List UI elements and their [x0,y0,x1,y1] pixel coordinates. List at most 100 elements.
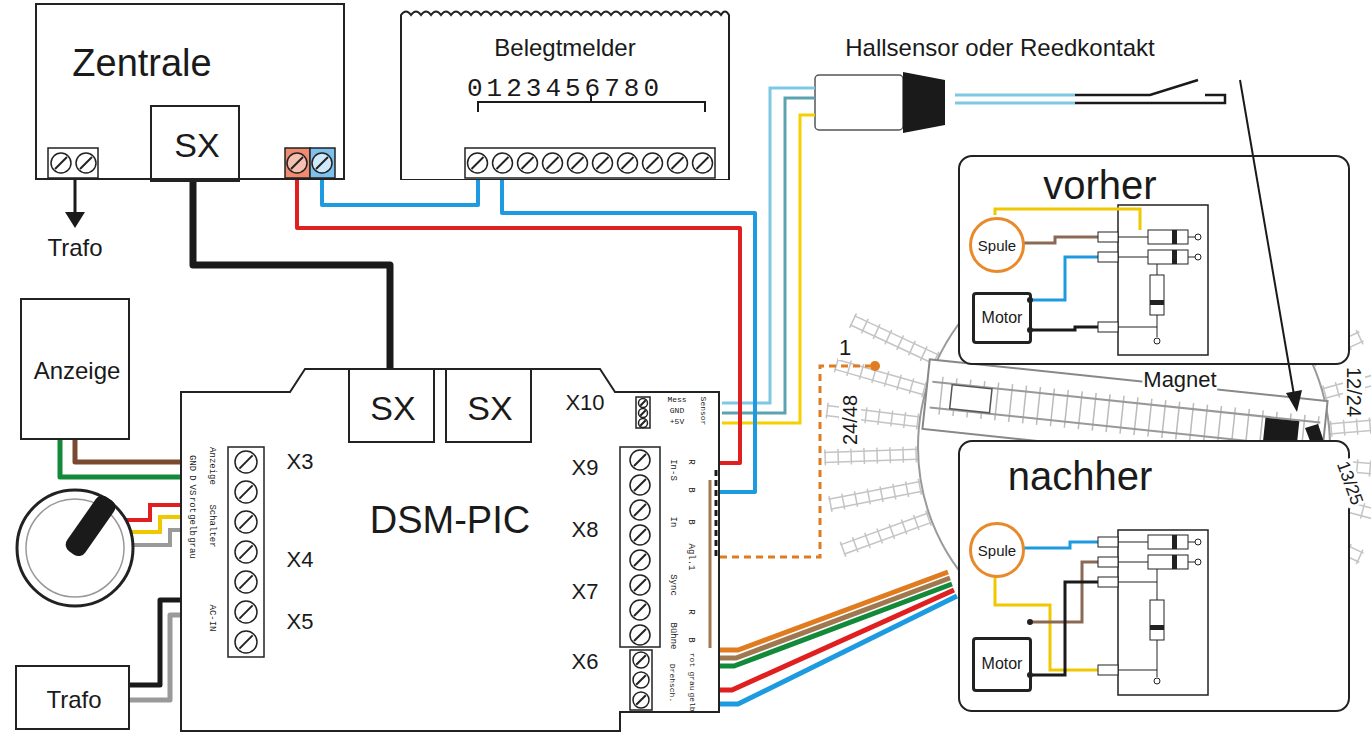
sleeper [891,411,893,427]
after-circuit [995,530,1208,695]
pin-label: rot [687,652,697,668]
sleeper [850,449,852,465]
screw-slot [697,157,709,169]
sleeper [861,319,868,334]
display-box: Anzeige [20,298,130,440]
pin-label: B [685,636,696,643]
wire [502,180,755,492]
pin-label: AC-IN [206,603,217,632]
sleeper [1343,420,1344,436]
screw-slot [634,554,646,566]
screw-slot [547,157,559,169]
screw [630,450,650,470]
sleeper [859,364,863,379]
screw [630,625,650,645]
screw [568,153,588,173]
before-panel: vorherSpuleMotor [958,155,1350,365]
rail [829,480,927,499]
screw-slot [239,515,252,528]
screw-slot [647,157,659,169]
pin-label: +5V [669,417,685,427]
pin-label: D [186,474,197,481]
screw-slot [636,655,646,665]
pin-label: B [685,518,696,525]
screw-slot [239,575,252,588]
screw-slot [634,454,646,466]
sleeper [904,412,906,428]
screw [633,672,649,688]
sleeper [842,494,845,510]
screw-slot [597,157,609,169]
node-title: DSM-PIC [370,501,530,539]
screw [630,550,650,570]
wire-stroke [502,180,755,492]
pin-label: Bühne [667,621,678,650]
track-feed [720,361,880,557]
sleeper [878,409,880,425]
pointer-arrow [1240,80,1302,412]
screw-slot [634,529,646,541]
motor-box: Motor [972,637,1032,692]
sleeper [915,446,917,462]
screw [630,575,650,595]
sleeper [906,481,909,497]
screw [630,500,650,520]
screw [630,525,650,545]
terminal-strips [48,148,715,710]
screw [643,153,663,173]
sleeper [889,447,891,463]
sleeper [865,407,867,423]
sleeper [1369,461,1370,477]
decoder-board: DSM-PIC SX SX [180,368,720,732]
node-outline [180,368,720,732]
outline [401,12,729,181]
pin-label: Sync [667,573,678,597]
sleeper [1356,330,1363,345]
after-panel: nachherSpuleMotor [958,440,1350,712]
pin-label: R [685,458,696,465]
wire-stroke [75,440,180,462]
screw [639,409,648,418]
screw [593,153,613,173]
pin-label: In [667,516,678,529]
callout-label: 24/48 [839,394,861,446]
node-title: Trafo [46,688,101,712]
sleeper [897,375,901,390]
connector-name: X3 [286,450,315,474]
pin-label: GND [186,454,197,472]
screw [235,451,257,473]
control-unit: ZentraleSX [35,3,345,180]
screw-slot [622,157,634,169]
pin-label: Schalter [206,503,217,548]
pin-label: Agl.1 [685,542,696,571]
bus-socket: SX [348,368,435,443]
screw [633,652,649,668]
screw-slot [55,157,67,169]
screw-slot [572,157,584,169]
screw [235,541,257,563]
node-title: SX [467,391,512,425]
screw [235,571,257,593]
after-panel-ground [958,440,1350,712]
screw [668,153,688,173]
callout-label: 1 [838,336,852,360]
rail [824,459,924,462]
screw-slot [634,604,646,616]
trafo-arrow [65,178,85,228]
screw-slot [636,695,646,705]
pin-label: gelb [186,513,197,537]
sleeper [863,448,865,464]
turntable-cable [720,572,957,704]
screw-slot [634,629,646,641]
wire [297,180,740,463]
sleeper [1356,419,1357,435]
connector-name: X10 [564,391,605,415]
coil-circle: Spule [969,217,1025,273]
screw [630,475,650,495]
sleeper [873,324,880,339]
sleeper [840,542,845,557]
before-circuit [995,205,1208,355]
screw-slot [80,157,92,169]
